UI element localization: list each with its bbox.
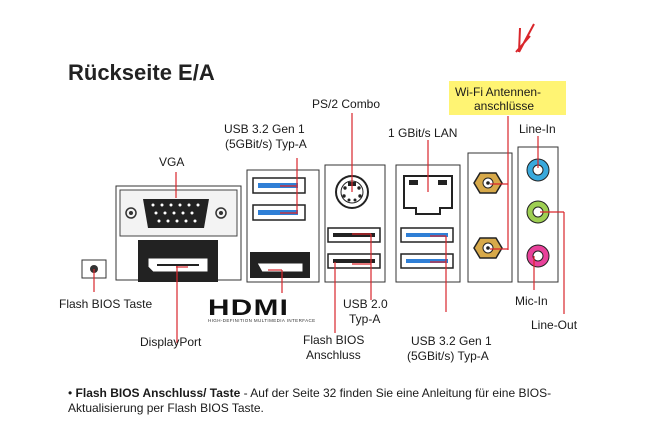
ps2-usb2-stack xyxy=(324,113,386,333)
usb-hdmi-stack xyxy=(246,158,320,293)
label-wifi-line2: anschlüsse xyxy=(474,99,535,113)
annotation-arrow-icon xyxy=(515,23,535,53)
label-line-in: Line-In xyxy=(519,122,556,136)
footnote-bold-term: Flash BIOS Anschluss/ Taste xyxy=(75,386,241,400)
label-lan: 1 GBit/s LAN xyxy=(388,126,458,140)
usb3-port-top-icon xyxy=(258,183,298,188)
page-title: Rückseite E/A xyxy=(68,60,215,85)
vga-screw-right-icon xyxy=(215,207,227,219)
hdmi-connector-icon xyxy=(256,262,304,273)
wifi-label-highlight xyxy=(449,81,566,115)
usb2-port-bottom-icon xyxy=(333,259,375,263)
label-wifi-line1: Wi-Fi Antennen- xyxy=(455,85,542,99)
footnote-bullet: • xyxy=(68,386,73,400)
footnote: • Flash BIOS Anschluss/ Taste - Auf der … xyxy=(68,386,608,416)
label-ps2: PS/2 Combo xyxy=(312,97,381,111)
usb3-right-bottom-icon xyxy=(406,259,448,263)
label-vga: VGA xyxy=(159,155,185,169)
label-usb20-line2: Typ-A xyxy=(349,312,381,326)
lan-usb3-stack xyxy=(395,140,461,312)
label-usb32-left-line2: (5GBit/s) Typ-A xyxy=(225,137,307,151)
hdmi-logo-tagline: HIGH-DEFINITION MULTIMEDIA INTERFACE xyxy=(208,318,316,323)
label-usb32-left-line1: USB 3.2 Gen 1 xyxy=(224,122,305,136)
label-line-out: Line-Out xyxy=(531,318,578,332)
label-usb32-right-line2: (5GBit/s) Typ-A xyxy=(407,349,489,363)
label-flash-bios-button: Flash BIOS Taste xyxy=(59,297,153,311)
label-flash-bios-port-line2: Anschluss xyxy=(306,348,361,362)
usb3-right-top-icon xyxy=(406,233,448,237)
audio-jack-group xyxy=(517,136,565,314)
wifi-antenna-group xyxy=(467,116,513,283)
flash-bios-button-group xyxy=(81,259,107,292)
usb2-port-top-icon xyxy=(333,233,375,237)
label-displayport: DisplayPort xyxy=(140,335,202,349)
footnote-text: - Auf der Seite 32 finden Sie eine Anlei… xyxy=(68,386,552,415)
label-flash-bios-port-line1: Flash BIOS xyxy=(303,333,365,347)
vga-screw-left-icon xyxy=(125,207,137,219)
label-mic-in: Mic-In xyxy=(515,294,548,308)
label-usb20-line1: USB 2.0 xyxy=(343,297,388,311)
vga-port-group xyxy=(115,172,242,343)
hdmi-logo: HDMI xyxy=(208,295,290,320)
label-usb32-right-line1: USB 3.2 Gen 1 xyxy=(411,334,492,348)
lan-port-icon xyxy=(403,175,453,215)
vga-connector-icon xyxy=(143,199,209,228)
usb3-port-bottom-icon xyxy=(258,210,298,215)
